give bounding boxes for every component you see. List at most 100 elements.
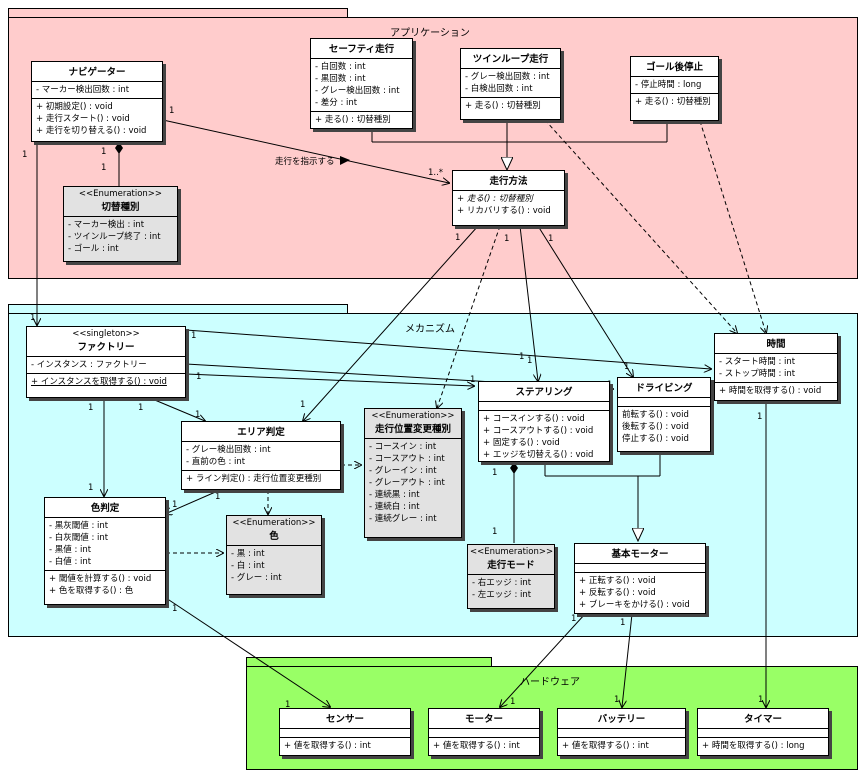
mult-label: 1 [614,695,620,705]
mult-label: 1 [215,492,221,502]
class-name: 基本モーター [611,549,669,560]
class-motor: モーター + 値を取得する() : int [428,708,540,756]
operation: + 走行を切り替える() : void [36,126,147,136]
mult-label: 1..* [428,168,444,178]
operation: + 正転する() : void [579,576,656,586]
operation: + 値を取得する() : int [284,741,371,751]
operation: + リカバリする() : void [457,206,551,216]
class-name: 時間 [766,339,786,350]
mult-label: 1 [300,400,306,410]
stereotype: <<Enumeration>> [78,189,163,199]
assoc-basemotor-motor [500,613,586,707]
class-safety-run: セーフティ走行 - 白回数 : int - 黒回数 : int - グレー検出回… [310,38,413,129]
class-name: 色 [269,531,279,542]
operation: + 走る() : 切替種別 [465,101,541,111]
mult-label: 1 [30,313,36,323]
literal: - コースアウト : int [369,454,445,464]
literal: - グレー : int [231,573,282,583]
literal: - グレーアウト : int [369,478,445,488]
operation: + 閾値を計算する() : void [49,574,152,584]
attribute: - 停止時間 : long [635,80,702,90]
class-navigator: ナビゲーター - マーカー検出回数 : int + 初期設定() : void … [31,61,163,142]
class-name: ナビゲーター [68,67,126,78]
literal: - マーカー検出 : int [68,220,145,230]
class-name: ドライビング [635,383,693,394]
operation: + ブレーキをかける() : void [579,600,690,610]
mult-label: 1 [195,410,201,420]
operation: + 走行スタート() : void [36,114,130,124]
assoc-runmethod-area [303,225,479,421]
enum-color: <<Enumeration>> 色 - 黒 : int - 白 : int - … [226,515,322,595]
class-factory: <<singleton>> ファクトリー - インスタンス : ファクトリー +… [26,326,186,398]
enum-position-change-kind: <<Enumeration>> 走行位置変更種別 - コースイン : int -… [364,408,462,538]
operation: + エッジを切替える() : void [483,450,594,460]
literal: - グレーイン : int [369,466,437,476]
operation: + 固定する() : void [483,438,560,448]
stereotype: <<Enumeration>> [232,518,316,528]
class-name: バッテリー [597,714,646,725]
class-driving: ドライビング 前転する() : void 後転する() : void 停止する(… [617,377,711,452]
mult-label: 1 [101,163,107,173]
class-sensor: センサー + 値を取得する() : int [279,708,411,756]
attribute: - 白回数 : int [315,62,366,72]
literal: - 連続黒 : int [369,490,420,500]
assoc-runmethod-driving [537,225,633,377]
mult-label: 1 [758,695,764,705]
operation: + 時間を取得する() : long [702,741,805,751]
attribute: - グレー検出回数 : int [186,445,271,455]
enum-switch-kind: <<Enumeration>> 切替種別 - マーカー検出 : int - ツイ… [63,186,178,262]
mult-label: 1 [88,403,94,413]
operation: + インスタンスを取得する() : void [31,377,167,387]
mult-label: 1 [285,700,291,710]
assoc-label-instruct: 走行を指示する [275,157,335,167]
attribute: - ストップ時間 : int [719,369,796,379]
literal: - コースイン : int [369,442,437,452]
mult-label: 1 [196,372,202,382]
package-mechanism-title: メカニズム [405,324,455,335]
mult-label: 1 [620,618,626,628]
mult-label: 1 [101,147,107,157]
operation: + 値を取得する() : int [562,741,649,751]
class-area-judge: エリア判定 - グレー検出回数 : int - 直前の色 : int + ライン… [181,421,341,490]
assoc-area-colorjudge [165,489,221,514]
stereotype: <<Enumeration>> [470,547,554,557]
stereotype: <<singleton>> [72,329,140,339]
operation: + 初期設定() : void [36,102,113,112]
class-battery: バッテリー + 値を取得する() : int [557,708,686,756]
class-name: エリア判定 [237,427,285,438]
mult-label: 1 [455,233,461,243]
class-color-judge: 色判定 - 黒灰閾値 : int - 白灰閾値 : int - 黒値 : int… [44,497,166,605]
mult-label: 1 [757,412,763,422]
mult-label: 1 [504,234,510,244]
attribute: - 黒灰閾値 : int [49,521,109,531]
class-name: ステアリング [515,387,573,398]
class-time: 時間 - スタート時間 : int - ストップ時間 : int + 時間を取得… [714,333,838,401]
mult-label: 1 [527,356,533,366]
package-application-title: アプリケーション [390,28,470,39]
mult-label: 1 [169,106,175,116]
class-base-motor: 基本モーター + 正転する() : void + 反転する() : void +… [574,543,706,614]
literal: - 左エッジ : int [472,590,532,600]
literal: - 連続白 : int [369,502,420,512]
operation: + 色を取得する() : 色 [49,586,134,596]
mult-label: 1 [22,150,28,160]
operation: + 時間を取得する() : void [719,386,822,396]
assoc-factory-steering [185,373,474,386]
class-name: センサー [325,714,364,725]
mult-label: 1 [470,375,476,385]
operation: 後転する() : void [622,422,689,432]
mult-label: 1 [510,697,516,707]
mult-label: 1 [172,604,178,614]
enum-run-mode: <<Enumeration>> 走行モード - 右エッジ : int - 左エッ… [467,544,555,609]
mult-label: 1 [624,362,630,372]
mult-label: 1 [492,468,498,478]
package-tab-hardware [246,657,492,667]
operation: + コースアウトする() : void [483,426,594,436]
class-name: 走行位置変更種別 [374,424,451,435]
class-timer: タイマー + 時間を取得する() : long [697,708,829,756]
package-hardware-title: ハードウェア [520,677,580,688]
attribute: - 白検出回数 : int [465,84,533,94]
mult-label: 1 [172,500,178,510]
literal: - 右エッジ : int [472,578,532,588]
